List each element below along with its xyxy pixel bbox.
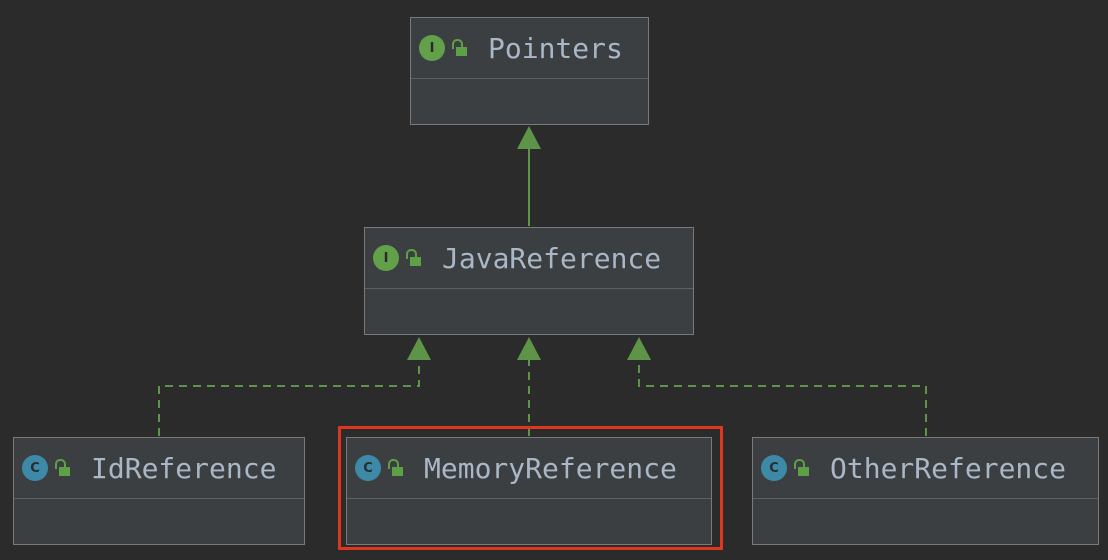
node-javareference[interactable]: I JavaReference	[364, 227, 694, 335]
node-members	[365, 289, 693, 334]
unlocked-icon	[405, 247, 425, 269]
node-members	[753, 499, 1098, 544]
arrowhead-javareference-left	[407, 337, 431, 360]
node-header: I JavaReference	[365, 228, 693, 289]
node-otherreference[interactable]: C OtherReference	[752, 437, 1099, 545]
node-label: Pointers	[488, 31, 623, 65]
node-memoryreference[interactable]: C MemoryReference	[346, 437, 712, 545]
node-header: C OtherReference	[753, 438, 1098, 499]
node-label: OtherReference	[830, 451, 1067, 485]
node-label: IdReference	[91, 451, 277, 485]
unlocked-icon	[793, 457, 813, 479]
edge-idreference-to-javareference	[158, 358, 420, 436]
interface-badge-icon: I	[373, 245, 399, 271]
node-label: MemoryReference	[424, 451, 677, 485]
node-members	[411, 79, 648, 124]
unlocked-icon	[451, 37, 471, 59]
arrowhead-pointers	[517, 126, 541, 149]
interface-badge-icon: I	[419, 35, 445, 61]
node-idreference[interactable]: C IdReference	[13, 437, 305, 545]
class-badge-icon: C	[22, 455, 48, 481]
node-header: I Pointers	[411, 18, 648, 79]
node-members	[14, 499, 304, 544]
node-pointers[interactable]: I Pointers	[410, 17, 649, 125]
node-header: C IdReference	[14, 438, 304, 499]
arrowhead-javareference-right	[627, 337, 651, 360]
edge-otherreference-to-javareference	[638, 358, 927, 436]
arrowhead-javareference-center	[517, 337, 541, 360]
class-badge-icon: C	[355, 455, 381, 481]
selection-highlight	[338, 426, 723, 550]
unlocked-icon	[54, 457, 74, 479]
class-badge-icon: C	[761, 455, 787, 481]
node-header: C MemoryReference	[347, 438, 711, 499]
unlocked-icon	[387, 457, 407, 479]
node-label: JavaReference	[442, 241, 662, 275]
